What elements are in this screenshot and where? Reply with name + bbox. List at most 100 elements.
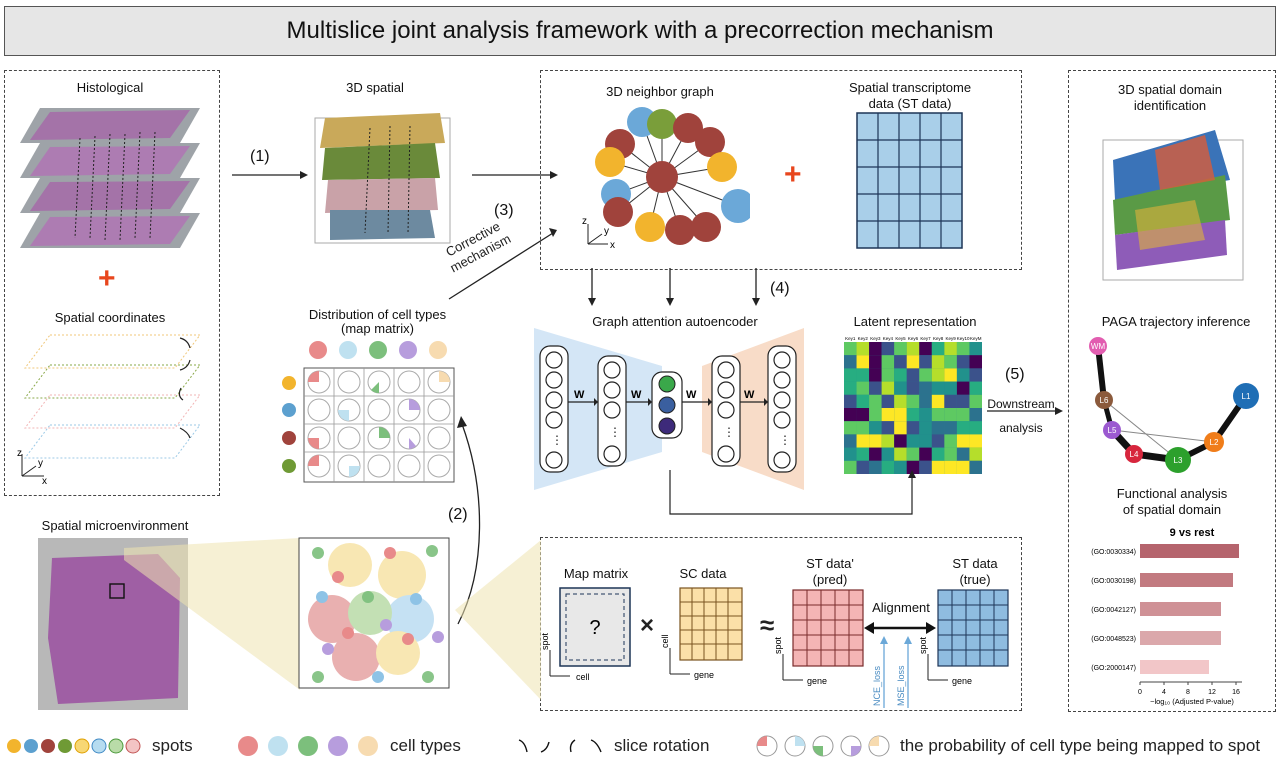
heat-cell bbox=[881, 434, 895, 448]
heat-cell bbox=[931, 434, 945, 448]
heat-cell bbox=[856, 342, 870, 356]
arrow-3 bbox=[472, 171, 558, 179]
st-pred-label: ST data' (pred) bbox=[790, 556, 870, 588]
heat-cell bbox=[856, 460, 870, 474]
heat-cell bbox=[969, 447, 982, 461]
step-3-label: (3) bbox=[494, 202, 514, 219]
axis-z-label: z bbox=[17, 448, 22, 459]
heat-cell bbox=[869, 447, 882, 461]
histological-slices bbox=[20, 108, 200, 248]
spatial-3d-label: 3D spatial bbox=[346, 80, 404, 95]
heat-cell bbox=[881, 342, 895, 356]
heat-cell bbox=[869, 355, 882, 369]
bar-chart: 9 vs rest (GO:0030334)(GO:0030198)(GO:00… bbox=[1091, 527, 1242, 706]
heat-cell bbox=[856, 394, 870, 408]
true-axis-gene: gene bbox=[952, 676, 972, 686]
heat-cell bbox=[881, 408, 895, 422]
heat-cell bbox=[869, 381, 882, 395]
heat-cell bbox=[894, 434, 907, 448]
downstream-line1: Downstream bbox=[987, 397, 1055, 411]
heat-cell bbox=[869, 368, 882, 382]
approx-operator: ≈ bbox=[760, 610, 775, 640]
plus-icon: + bbox=[98, 262, 116, 295]
spatial-3d-plot bbox=[314, 113, 451, 244]
legend-cell-types-label: cell types bbox=[390, 736, 461, 755]
step-1-label: (1) bbox=[250, 148, 270, 165]
skip-connection bbox=[669, 470, 916, 515]
heat-cell bbox=[894, 408, 907, 422]
heat-cell bbox=[894, 421, 907, 435]
heat-cell bbox=[906, 368, 920, 382]
heat-cell bbox=[844, 447, 857, 461]
heat-cell bbox=[894, 342, 907, 356]
heat-col-label: Key2 bbox=[858, 336, 869, 341]
map-matrix-label: Map matrix bbox=[563, 566, 629, 581]
microenv-label: Spatial microenvironment bbox=[41, 518, 189, 533]
tick-label: 8 bbox=[1186, 689, 1190, 696]
st-pred-grid: spot gene bbox=[775, 589, 864, 686]
tick-label: 0 bbox=[1138, 689, 1142, 696]
heat-cell bbox=[894, 447, 907, 461]
bar-category-label: (GO:0042127) bbox=[1091, 607, 1136, 614]
chart-title: 9 vs rest bbox=[1170, 527, 1215, 539]
heat-cell bbox=[931, 355, 945, 369]
domain-3d-plot bbox=[1102, 130, 1244, 281]
downstream-line2: analysis bbox=[999, 421, 1043, 435]
true-axis-spot: spot bbox=[920, 636, 928, 654]
heat-col-label: Key9 bbox=[946, 336, 957, 341]
heat-cell bbox=[856, 368, 870, 382]
spot-swatch bbox=[7, 739, 21, 753]
heat-cell bbox=[919, 368, 932, 382]
spot-swatch bbox=[108, 738, 124, 754]
heat-cell bbox=[894, 368, 907, 382]
st-data-label: Spatial transcriptome data (ST data) bbox=[835, 80, 985, 112]
neighbor-graph-label: 3D neighbor graph bbox=[606, 84, 714, 99]
heat-cell bbox=[881, 460, 895, 474]
heat-cell bbox=[919, 408, 932, 422]
heat-cell bbox=[919, 447, 932, 461]
heat-col-label: Key4 bbox=[883, 336, 894, 341]
heat-col-label: Key5 bbox=[895, 336, 906, 341]
weight-w2: W bbox=[631, 389, 642, 401]
heat-cell bbox=[919, 421, 932, 435]
paga-node bbox=[1095, 391, 1113, 409]
svg-text:⋮: ⋮ bbox=[723, 425, 735, 439]
heat-col-label: Key10 bbox=[957, 336, 970, 341]
pred-axis-gene: gene bbox=[807, 676, 827, 686]
heat-cell bbox=[944, 342, 957, 356]
heat-cell bbox=[856, 408, 870, 422]
spatial-coordinate-slices bbox=[23, 334, 202, 459]
paga-node-label: WM bbox=[1091, 342, 1106, 351]
xyz-axis-icon: z y x bbox=[17, 448, 47, 486]
heat-cell bbox=[919, 342, 932, 356]
neighbor-graph: z y x bbox=[582, 107, 750, 251]
heat-cell bbox=[931, 447, 945, 461]
functional-line1: Functional analysis bbox=[1116, 486, 1228, 501]
st-data-grid bbox=[856, 112, 963, 249]
heat-cell bbox=[856, 447, 870, 461]
heat-cell bbox=[844, 460, 857, 474]
heat-cell bbox=[931, 408, 945, 422]
paga-node-label: L1 bbox=[1242, 392, 1251, 401]
paga-node bbox=[1103, 421, 1121, 439]
legend-spots-label: spots bbox=[152, 736, 193, 755]
domain-id-line1: 3D spatial domain bbox=[1117, 82, 1223, 97]
st-pred-line2: (pred) bbox=[812, 572, 848, 587]
latent-label: Latent representation bbox=[853, 314, 977, 329]
heat-cell bbox=[919, 381, 932, 395]
alignment-label: Alignment bbox=[872, 600, 930, 615]
heat-cell bbox=[856, 381, 870, 395]
heat-cell bbox=[844, 408, 857, 422]
heat-cell bbox=[956, 421, 970, 435]
heat-cell bbox=[906, 460, 920, 474]
corrective-arrow bbox=[448, 228, 557, 300]
heat-cell bbox=[906, 394, 920, 408]
map-question: ? bbox=[589, 617, 600, 639]
heat-cell bbox=[906, 408, 920, 422]
heat-cell bbox=[856, 421, 870, 435]
heat-cell bbox=[956, 447, 970, 461]
heat-cell bbox=[906, 342, 920, 356]
cell-dist-line1: Distribution of cell types bbox=[308, 307, 447, 322]
